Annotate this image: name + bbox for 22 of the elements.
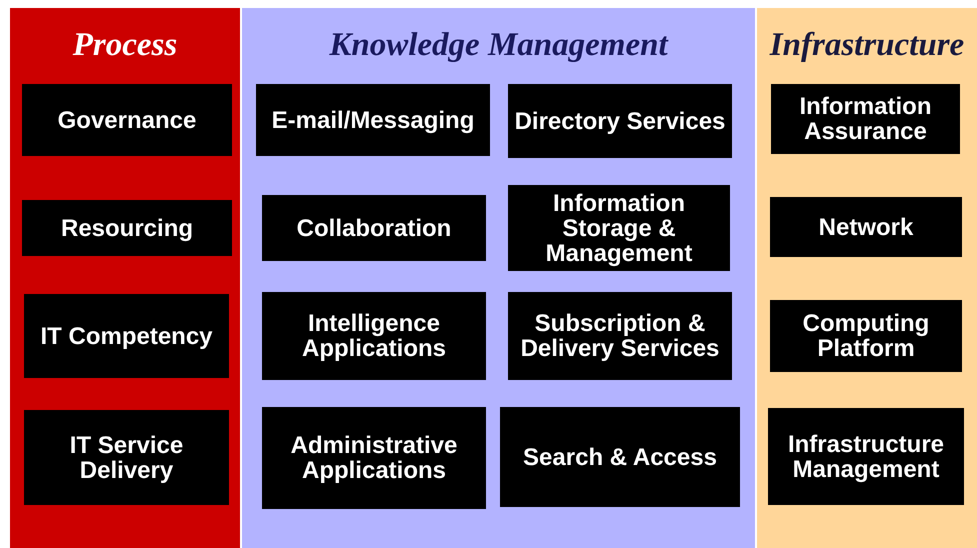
column-heading: Process xyxy=(72,26,178,64)
function-box: Network xyxy=(770,197,962,257)
column-heading: Knowledge Management xyxy=(328,26,670,64)
column-panel xyxy=(242,8,755,548)
function-box: Administrative Applications xyxy=(262,407,486,509)
function-box: IT Competency xyxy=(24,294,229,378)
column-panel xyxy=(10,8,240,548)
column-heading: Infrastructure xyxy=(768,26,966,64)
function-box: E-mail/Messaging xyxy=(256,84,490,156)
function-box: Subscription & Delivery Services xyxy=(508,292,732,380)
function-box: Infrastructure Management xyxy=(768,408,964,505)
function-box: Collaboration xyxy=(262,195,486,261)
column-panel xyxy=(757,8,977,548)
function-box: Resourcing xyxy=(22,200,232,256)
function-box: IT Service Delivery xyxy=(24,410,229,505)
function-box: Directory Services xyxy=(508,84,732,158)
function-box: Search & Access xyxy=(500,407,740,507)
function-box: Information Storage & Management xyxy=(508,185,730,271)
function-box: Intelligence Applications xyxy=(262,292,486,380)
function-box: Information Assurance xyxy=(771,84,960,154)
function-box: Governance xyxy=(22,84,232,156)
function-box: Computing Platform xyxy=(770,300,962,372)
